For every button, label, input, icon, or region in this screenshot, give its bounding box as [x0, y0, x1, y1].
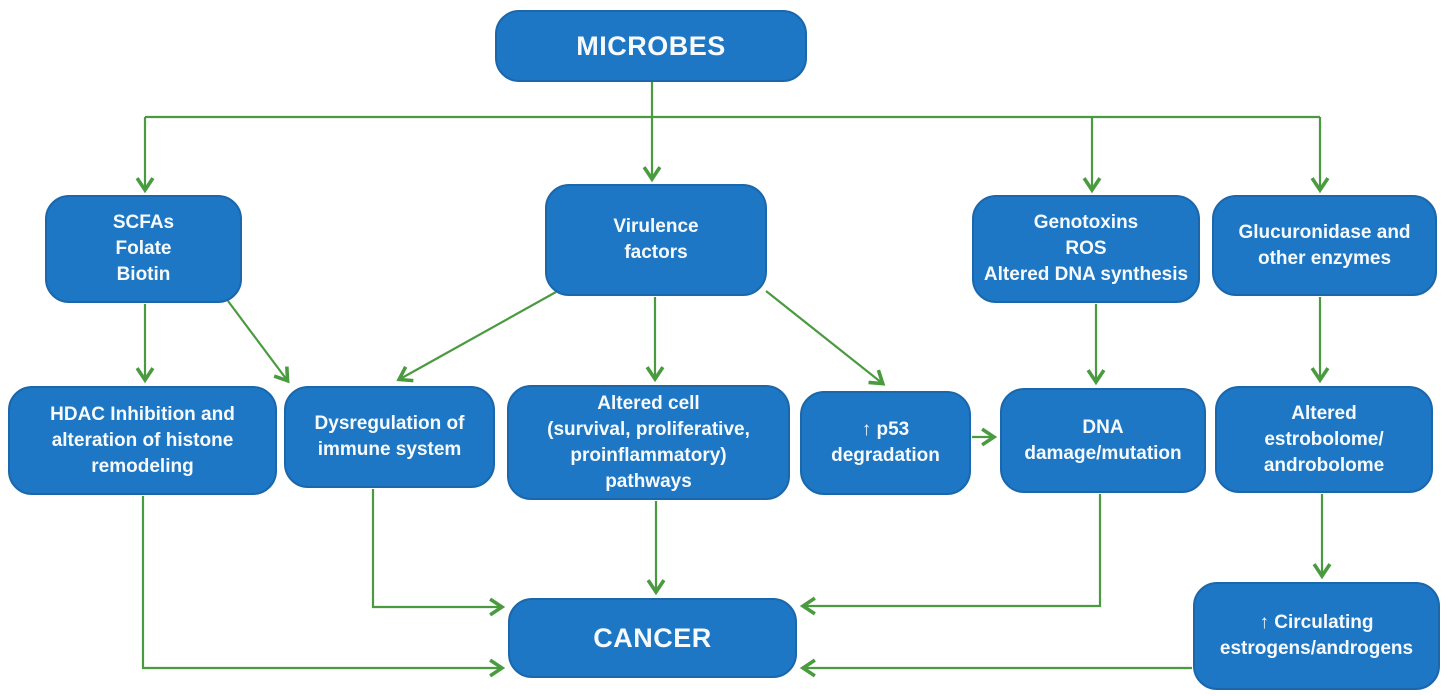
node-cancer: CANCER	[508, 598, 797, 678]
node-microbes: MICROBES	[495, 10, 807, 82]
node-glucuronidase-enzymes: Glucuronidase and other enzymes	[1212, 195, 1437, 296]
arrow-scfas-dysregulation	[227, 300, 290, 384]
node-hdac-label: HDAC Inhibition and alteration of histon…	[50, 403, 235, 477]
node-cancer-label: CANCER	[593, 623, 712, 653]
node-altered-estrobolome: Altered estrobolome/ androbolome	[1215, 386, 1433, 493]
node-hdac-inhibition: HDAC Inhibition and alteration of histon…	[8, 386, 277, 495]
node-circulating-label: ↑ Circulating estrogens/androgens	[1219, 612, 1414, 659]
node-glucuronidase-label: Glucuronidase and other enzymes	[1238, 221, 1411, 269]
node-altered-cell-label: Altered cell (survival, proliferative, p…	[547, 392, 750, 492]
node-dysregulation-label: Dysregulation of immune system	[314, 413, 465, 460]
arrow-virulence-dysregulation	[396, 291, 557, 383]
node-scfas-folate-biotin: SCFAs Folate Biotin	[45, 195, 242, 303]
arrow-hdac-cancer	[141, 496, 506, 678]
arrow-dnadamage-cancer	[799, 494, 1102, 616]
node-virulence-label: Virulence factors	[613, 216, 699, 263]
node-scfas-label: SCFAs Folate Biotin	[112, 212, 175, 285]
node-p53-label: ↑ p53 degradation	[831, 419, 940, 466]
node-genotoxins-ros: Genotoxins ROS Altered DNA synthesis	[972, 195, 1200, 303]
node-genotoxins-label: Genotoxins ROS Altered DNA synthesis	[983, 212, 1189, 285]
node-virulence-factors: Virulence factors	[545, 184, 767, 296]
arrow-dysregulation-cancer	[371, 489, 506, 617]
arrow-virulence-p53	[765, 290, 886, 386]
node-p53-degradation: ↑ p53 degradation	[800, 391, 971, 495]
node-circulating-estrogens: ↑ Circulating estrogens/androgens	[1193, 582, 1440, 690]
node-estrobolome-label: Altered estrobolome/ androbolome	[1263, 402, 1385, 476]
node-altered-cell-pathways: Altered cell (survival, proliferative, p…	[507, 385, 790, 500]
node-dna-damage-mutation: DNA damage/mutation	[1000, 388, 1206, 493]
node-immune-dysregulation: Dysregulation of immune system	[284, 386, 495, 488]
node-microbes-label: MICROBES	[576, 31, 726, 61]
node-dna-damage-label: DNA damage/mutation	[1024, 416, 1182, 464]
